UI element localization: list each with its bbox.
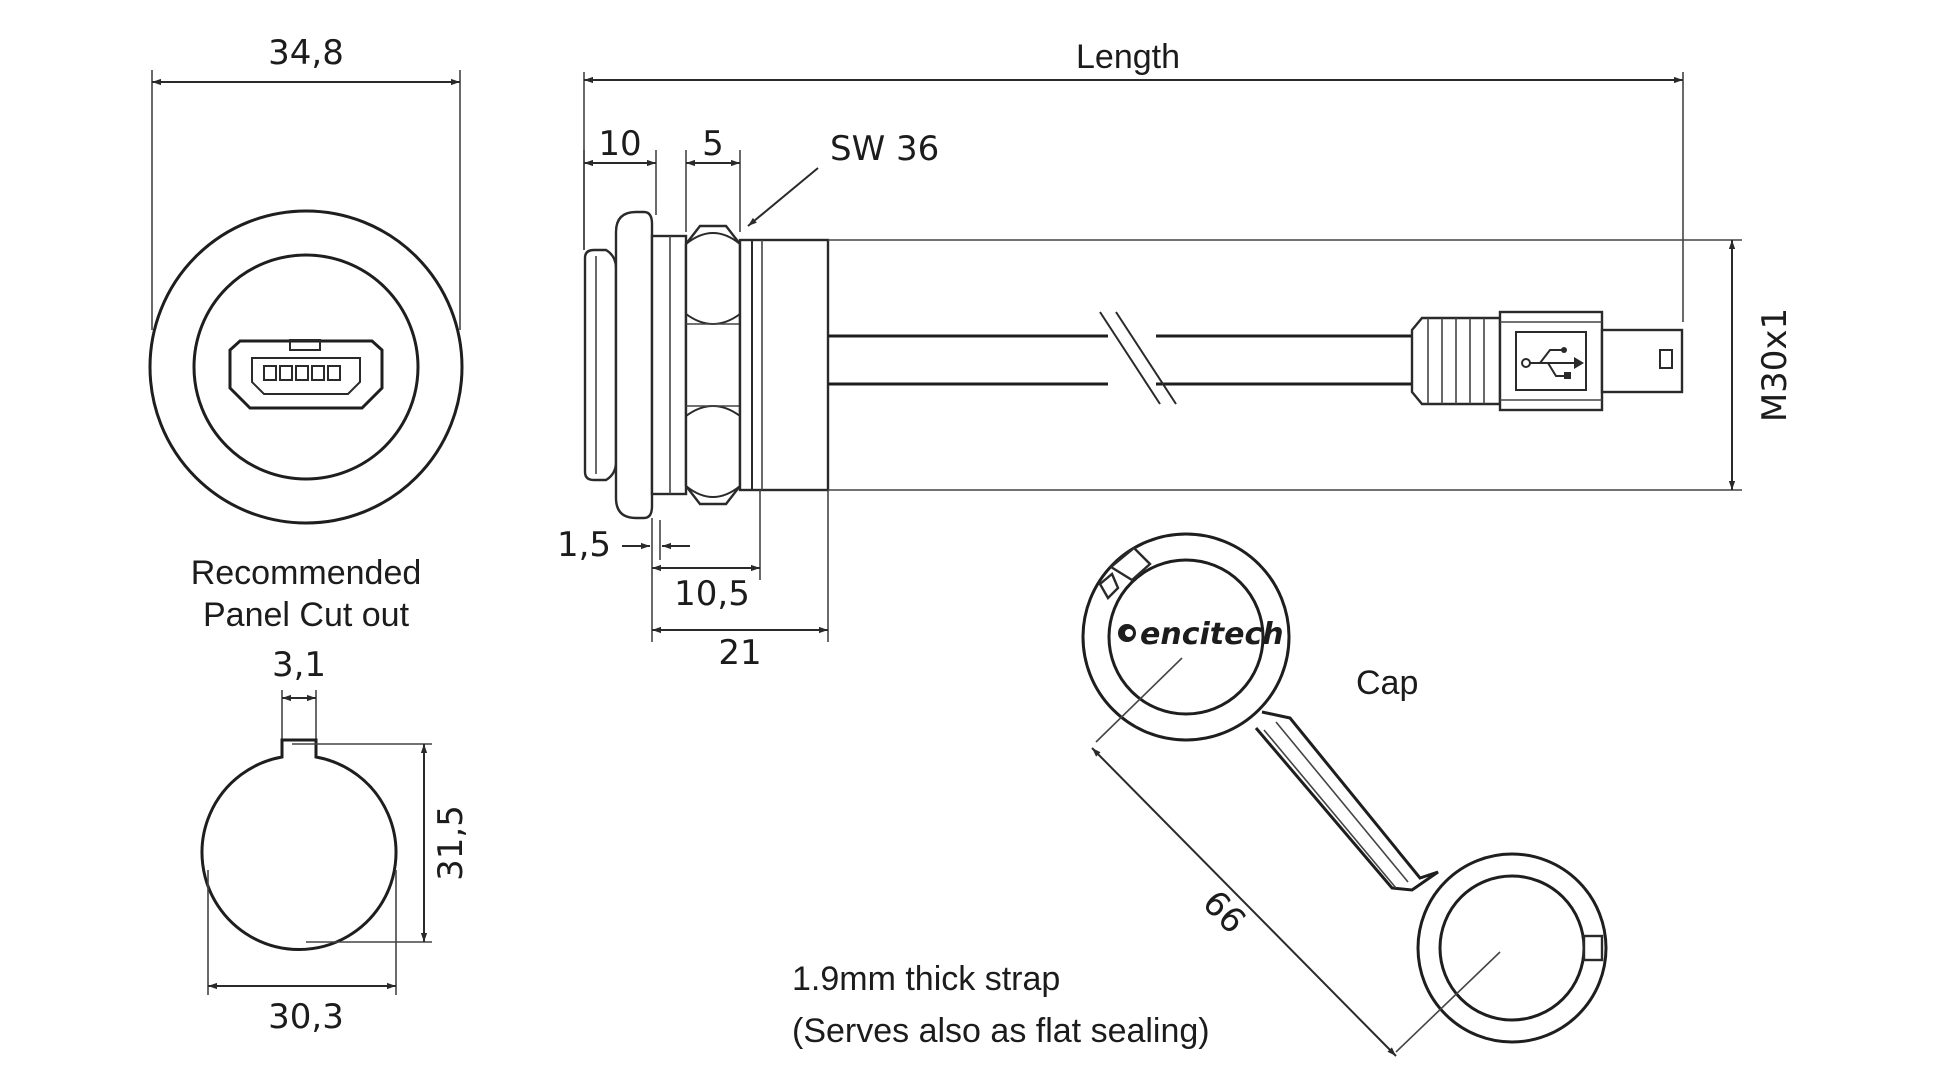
dim-cutout-height: 31,5	[431, 805, 471, 881]
micro-usb-socket-icon	[228, 339, 384, 410]
dim-cutout-width: 30,3	[268, 997, 344, 1037]
cap-label: Cap	[1356, 664, 1418, 702]
strap-note-line1: 1.9mm thick strap	[792, 960, 1060, 998]
dim-gap: 1,5	[557, 525, 611, 565]
dim-strap-length: 66	[1194, 883, 1253, 942]
cap-lower-ring-outer	[1416, 852, 1608, 1044]
micro-usb-plug-tip	[1600, 328, 1684, 394]
front-outer-flange	[148, 209, 464, 525]
dim-length: Length	[1076, 38, 1180, 76]
dim-flange-width: 10	[598, 124, 641, 164]
cutout-shape	[200, 738, 398, 951]
cap-lower-ring-inner	[1438, 874, 1586, 1022]
cap-brand-logo	[1118, 624, 1136, 642]
side-view: Length 10 5 SW 36	[557, 38, 1795, 673]
panel-cutout: Recommended Panel Cut out 3,1 31,5 30,3	[191, 554, 471, 1037]
strap-note-line2: (Serves also as flat sealing)	[792, 1012, 1210, 1050]
dim-thread: M30x1	[1755, 308, 1795, 422]
dim-key-width: 3,1	[272, 645, 326, 685]
dim-nut-span: 10,5	[674, 574, 750, 614]
dim-nut-width: 5	[702, 124, 724, 164]
panel-cutout-title-line1: Recommended	[191, 554, 422, 592]
dim-panel-outer-width: 34,8	[268, 33, 344, 73]
plug-strain-relief	[1410, 316, 1502, 406]
threaded-body	[738, 238, 830, 492]
front-view: 34,8	[148, 33, 464, 525]
hex-nut	[684, 224, 742, 506]
front-inner-ring	[192, 253, 420, 481]
dim-body-length: 21	[718, 633, 761, 673]
usb-trident-icon	[1515, 331, 1587, 391]
cap-strap	[1254, 710, 1439, 892]
cap-brand-text: encitech	[1140, 617, 1284, 652]
panel-cutout-title-line2: Panel Cut out	[203, 596, 410, 634]
cap-upper-ring-inner	[1107, 558, 1265, 716]
cable-break-symbol	[1099, 310, 1177, 410]
connector-flange	[614, 210, 654, 520]
cap-drawing: encitech 66 Cap	[1081, 532, 1608, 1057]
connector-bezel	[583, 248, 618, 482]
dim-wrench-size: SW 36	[830, 129, 939, 169]
cap-upper-ring-outer	[1081, 532, 1291, 742]
